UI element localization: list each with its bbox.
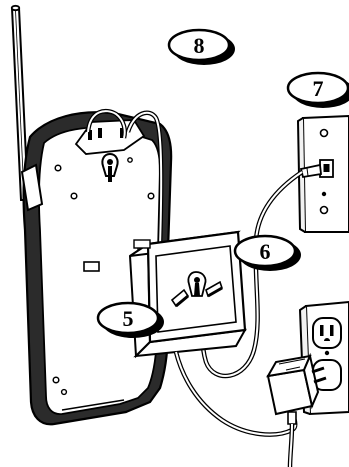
callout-6-label: 6	[260, 239, 271, 264]
callout-8-label: 8	[194, 33, 205, 58]
wall-mount-bracket	[130, 232, 245, 356]
callout-7: 7	[288, 73, 349, 108]
callout-8: 8	[169, 30, 235, 65]
callout-5-label: 5	[123, 306, 134, 331]
callout-6: 6	[235, 236, 301, 271]
callout-7-label: 7	[313, 76, 324, 101]
